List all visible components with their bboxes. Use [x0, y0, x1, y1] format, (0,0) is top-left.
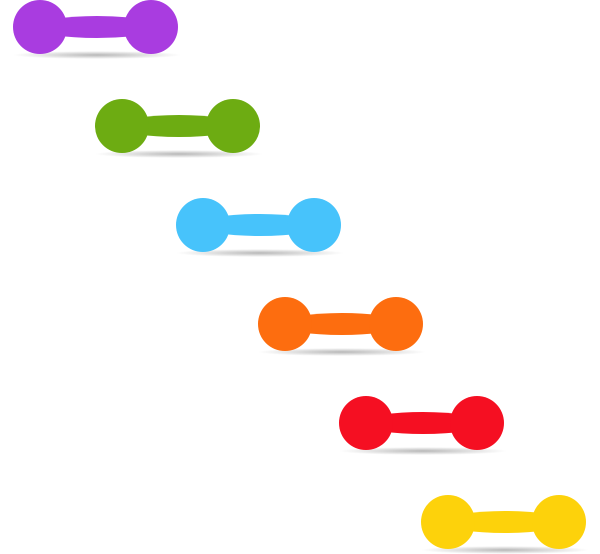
dumbbell-bar: [459, 511, 550, 533]
dumbbell-green: [94, 99, 263, 158]
dumbbell-purple: [13, 0, 181, 59]
dumbbell-right-weight: [368, 297, 423, 351]
dumbbell-orange: [257, 297, 426, 356]
dumbbell-left-weight: [420, 495, 475, 549]
dumbbell-bar: [52, 16, 142, 38]
dumbbell-shadow: [339, 447, 507, 455]
dumbbell-shadow: [257, 348, 426, 356]
dumbbell-shadow: [420, 546, 589, 554]
dumbbell-bar: [378, 412, 468, 434]
dumbbell-bar: [133, 115, 224, 137]
dumbbell-blue: [176, 198, 344, 257]
dumbbell-left-weight: [94, 99, 149, 153]
dumbbell-yellow: [420, 495, 589, 554]
dumbbell-bar: [215, 214, 305, 236]
dumbbell-shadow: [94, 150, 263, 158]
dumbbell-right-weight: [205, 99, 260, 153]
dumbbell-left-weight: [13, 0, 67, 54]
dumbbell-right-weight: [124, 0, 178, 54]
dumbbell-left-weight: [176, 198, 230, 252]
dumbbell-left-weight: [339, 396, 393, 450]
dumbbell-red: [339, 396, 507, 455]
dumbbell-shadow: [13, 51, 181, 59]
dumbbell-bar: [296, 313, 387, 335]
dumbbell-right-weight: [450, 396, 504, 450]
dumbbell-right-weight: [531, 495, 586, 549]
dumbbell-shadow: [176, 249, 344, 257]
dumbbell-right-weight: [287, 198, 341, 252]
dumbbell-left-weight: [257, 297, 312, 351]
